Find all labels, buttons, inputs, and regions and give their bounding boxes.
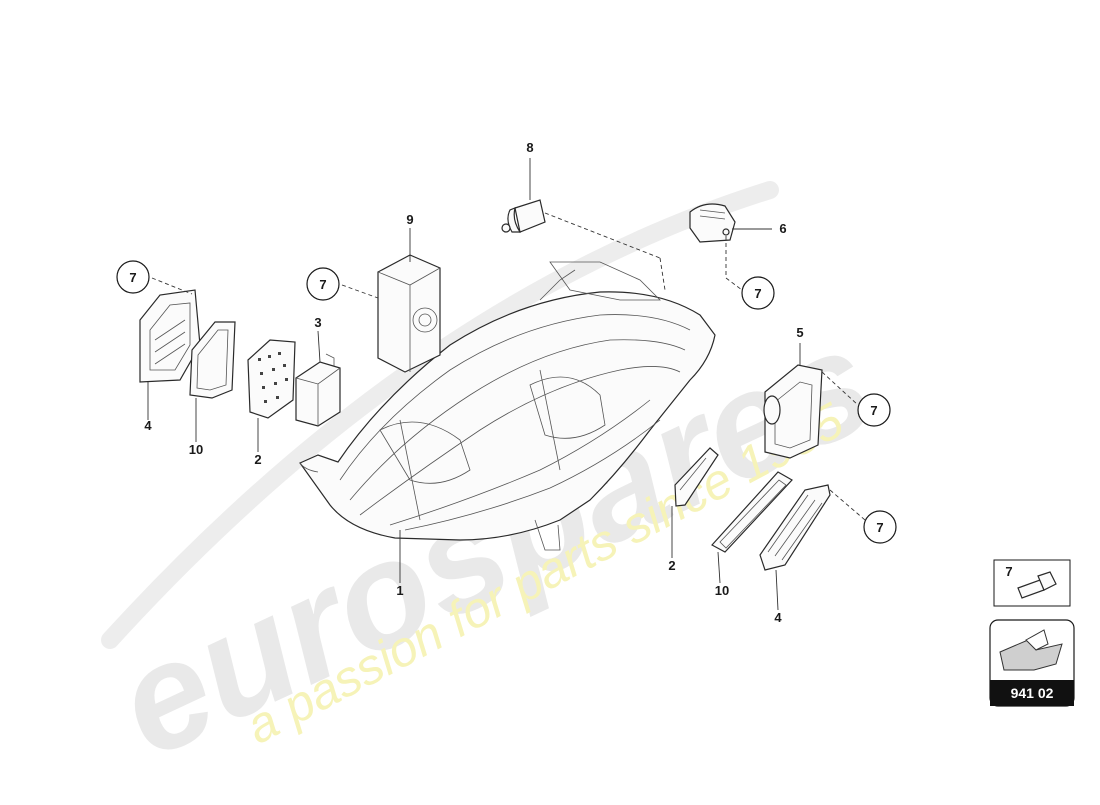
page-navigation-badge[interactable]: 941 02 <box>989 619 1075 707</box>
label-10-right: 10 <box>715 583 729 598</box>
circle-callout <box>741 276 775 310</box>
label-1: 1 <box>396 583 403 598</box>
label-6: 6 <box>779 221 786 236</box>
bulb-socket[interactable] <box>501 199 546 233</box>
leader-lines <box>147 158 866 611</box>
label-4-left: 4 <box>144 418 152 433</box>
label-3: 3 <box>314 315 321 330</box>
right-module-cover[interactable] <box>759 484 831 571</box>
part-labels: 8 9 3 4 10 2 6 5 1 2 10 4 <box>144 140 803 625</box>
label-2-right: 2 <box>668 558 675 573</box>
right-module[interactable] <box>763 364 823 459</box>
arrow-icon <box>999 629 1063 671</box>
left-gasket[interactable] <box>189 321 236 399</box>
circle-label-1: 7 <box>129 270 136 285</box>
bolt-icon <box>1017 571 1057 599</box>
headlamp-housing[interactable] <box>299 261 716 551</box>
page-code: 941 02 <box>1011 685 1054 701</box>
label-5: 5 <box>796 325 803 340</box>
label-2-left: 2 <box>254 452 261 467</box>
circle-label-4: 7 <box>870 403 877 418</box>
circle-callout <box>306 267 340 301</box>
label-9: 9 <box>406 212 413 227</box>
headlamp-socket[interactable] <box>689 203 736 243</box>
right-circuit-board[interactable] <box>674 447 719 507</box>
right-gasket[interactable] <box>711 471 793 553</box>
legend-number: 7 <box>1005 564 1012 579</box>
label-4-right: 4 <box>774 610 782 625</box>
led-control-module[interactable] <box>377 254 441 373</box>
fastener-legend-box[interactable]: 7 <box>993 559 1071 607</box>
circle-label-2: 7 <box>319 277 326 292</box>
circle-callout <box>863 510 897 544</box>
label-10-left: 10 <box>189 442 203 457</box>
circle-label-5: 7 <box>876 520 883 535</box>
circled-labels: 7 7 7 7 7 <box>116 260 897 544</box>
control-unit[interactable] <box>295 353 341 427</box>
label-8: 8 <box>526 140 533 155</box>
circle-callout <box>116 260 150 294</box>
badge-footer <box>990 680 1074 706</box>
circle-label-3: 7 <box>754 286 761 301</box>
circle-callout <box>857 393 891 427</box>
left-circuit-board[interactable] <box>247 339 296 419</box>
